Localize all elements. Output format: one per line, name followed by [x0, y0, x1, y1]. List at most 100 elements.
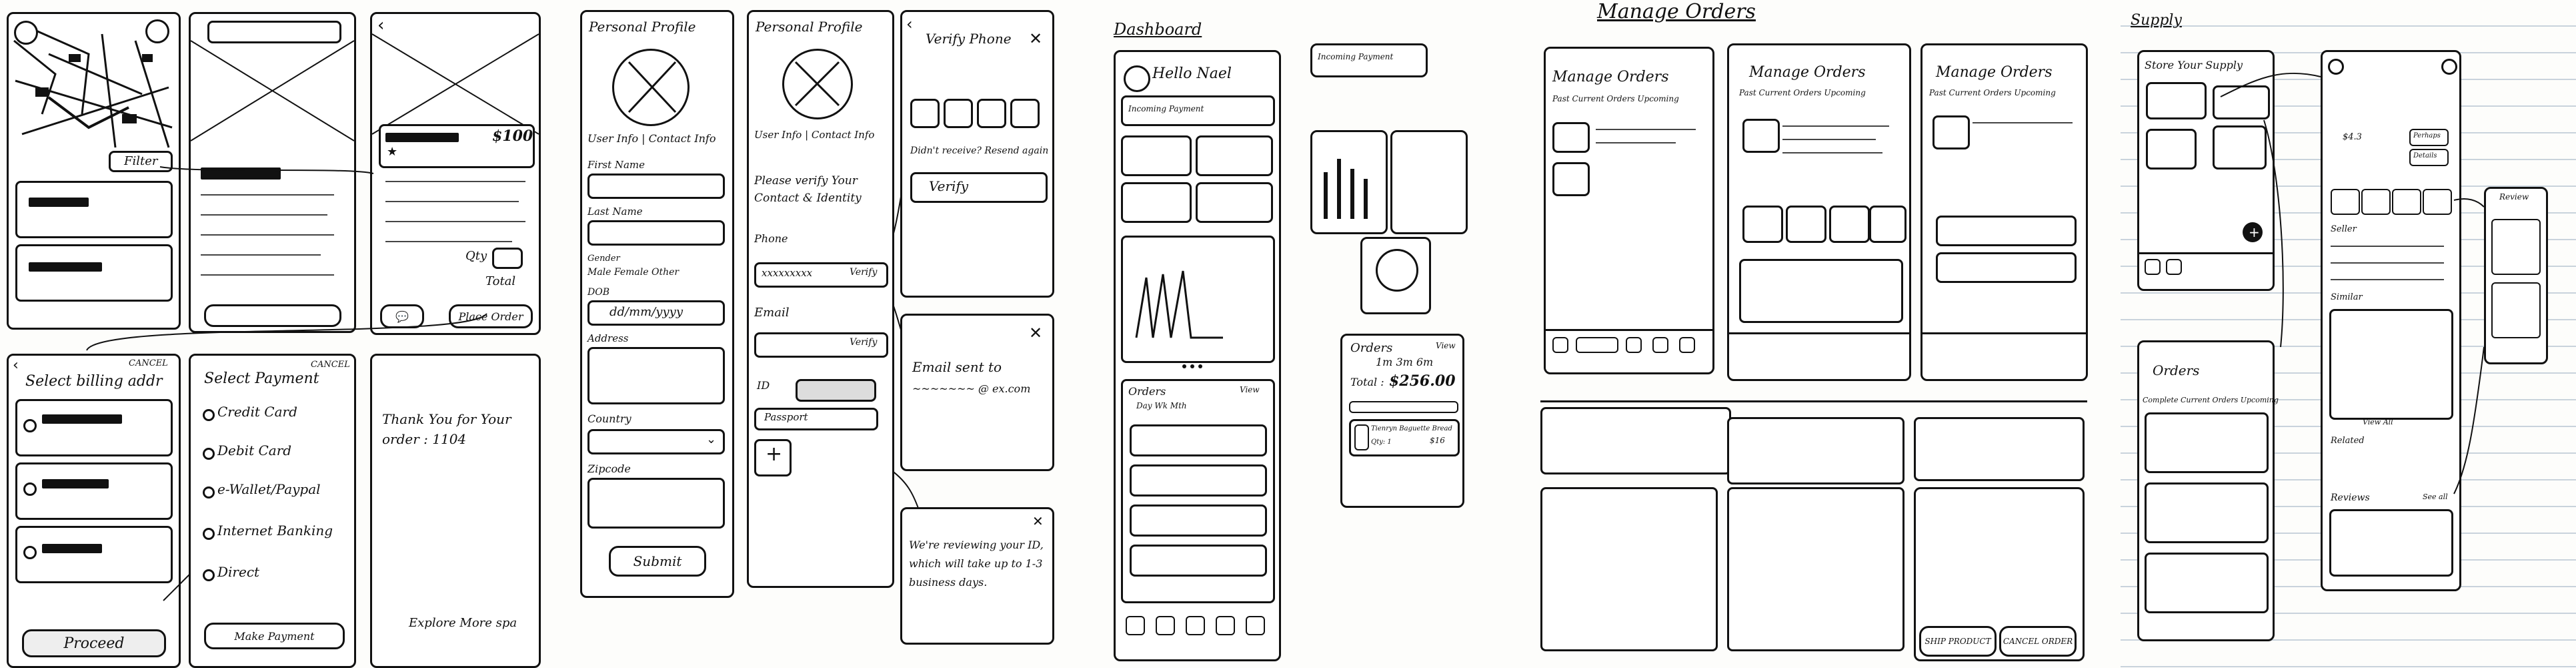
first-name-field[interactable]: [587, 174, 725, 199]
order-card[interactable]: [1869, 206, 1906, 243]
period-bar[interactable]: [1349, 401, 1458, 413]
close-icon[interactable]: ✕: [1029, 324, 1043, 342]
otp-box[interactable]: [1010, 99, 1040, 128]
explore-link[interactable]: Explore More spa: [409, 616, 517, 630]
nav-item[interactable]: [1246, 616, 1265, 635]
back-icon[interactable]: ‹: [377, 15, 385, 35]
radio[interactable]: [203, 569, 215, 581]
order-card[interactable]: [1552, 122, 1590, 153]
chat-button[interactable]: 💬: [380, 304, 424, 328]
radio[interactable]: [203, 528, 215, 540]
tile[interactable]: [1196, 135, 1273, 176]
review-card[interactable]: [2329, 509, 2453, 577]
add-fab[interactable]: [2243, 222, 2263, 242]
perhaps-button[interactable]: Perhaps: [2409, 129, 2449, 146]
radio[interactable]: [203, 486, 215, 498]
nav-item[interactable]: [1126, 616, 1145, 635]
phone-field[interactable]: xxxxxxxxx Verify: [754, 262, 888, 288]
address-field[interactable]: [587, 347, 725, 404]
search-bar[interactable]: [207, 21, 341, 43]
supply-item[interactable]: [2146, 129, 2197, 170]
nav-item[interactable]: [1626, 337, 1642, 353]
supply-item[interactable]: [2213, 85, 2270, 119]
zipcode-field[interactable]: [587, 478, 725, 529]
cancel-link[interactable]: CANCEL: [311, 360, 350, 370]
thumb[interactable]: [2392, 189, 2421, 215]
order-row[interactable]: [1130, 545, 1267, 577]
orders-tabs[interactable]: Complete Current Orders Upcoming: [2143, 396, 2279, 404]
gender-options[interactable]: Male Female Other: [587, 267, 680, 278]
email-field[interactable]: Verify: [754, 332, 888, 358]
order-card[interactable]: [1786, 206, 1826, 243]
otp-box[interactable]: [944, 99, 973, 128]
close-icon[interactable]: ✕: [1029, 29, 1043, 48]
payment-option[interactable]: Credit Card: [217, 404, 297, 420]
close-icon[interactable]: [2441, 59, 2457, 75]
submit-button[interactable]: Submit: [609, 546, 706, 577]
nav-item[interactable]: [2166, 259, 2182, 275]
period-selector[interactable]: 1m 3m 6m: [1376, 356, 1434, 368]
order-row[interactable]: [1130, 464, 1267, 496]
close-icon[interactable]: ✕: [1032, 513, 1044, 529]
nav-item[interactable]: [1652, 337, 1668, 353]
place-order-button[interactable]: Place Order: [449, 304, 533, 328]
order-card[interactable]: [1829, 206, 1870, 243]
chart-card[interactable]: [1121, 236, 1275, 363]
radio[interactable]: [203, 448, 215, 460]
resend-link[interactable]: Didn't receive? Resend again: [910, 145, 1049, 156]
nav-item[interactable]: [2145, 259, 2161, 275]
tile[interactable]: [1121, 182, 1192, 223]
orders-view-link[interactable]: View: [1240, 385, 1260, 394]
nav-item[interactable]: [1156, 616, 1175, 635]
address-option-2[interactable]: [15, 462, 173, 520]
last-name-field[interactable]: [587, 220, 725, 246]
order-card[interactable]: [2145, 482, 2269, 543]
nav-item[interactable]: [1186, 616, 1205, 635]
radio[interactable]: [23, 546, 37, 559]
continue-button[interactable]: [204, 304, 341, 327]
back-icon[interactable]: ‹: [906, 15, 913, 33]
order-card[interactable]: [2145, 553, 2269, 613]
back-icon[interactable]: ‹: [13, 357, 19, 374]
supply-item[interactable]: [2146, 82, 2207, 119]
payment-option[interactable]: e-Wallet/Paypal: [217, 481, 321, 497]
profile-icon[interactable]: [14, 21, 38, 45]
add-id-button[interactable]: +: [754, 439, 792, 476]
address-option-3[interactable]: [15, 526, 173, 583]
order-card[interactable]: [1936, 252, 2077, 283]
cancel-link[interactable]: CANCEL: [129, 358, 168, 368]
product-card-1[interactable]: [15, 181, 173, 238]
order-row[interactable]: [1130, 505, 1267, 537]
cancel-order-button[interactable]: CANCEL ORDER: [1999, 626, 2077, 657]
dob-field[interactable]: dd/mm/yyyy: [587, 300, 725, 326]
otp-box[interactable]: [910, 99, 940, 128]
see-all-link[interactable]: See all: [2423, 492, 2448, 501]
orders-tabs[interactable]: Day Wk Mth: [1136, 401, 1187, 410]
thumb[interactable]: [2423, 189, 2452, 215]
verify-link[interactable]: Verify: [850, 267, 878, 278]
profile-tabs[interactable]: User Info | Contact Info: [587, 132, 716, 145]
id-type-select[interactable]: Passport: [754, 408, 878, 430]
nav-item[interactable]: [1552, 337, 1568, 353]
orders-tabs[interactable]: Past Current Orders Upcoming: [1552, 94, 1679, 103]
verify-button[interactable]: Verify: [910, 172, 1048, 203]
verify-link[interactable]: Verify: [850, 337, 878, 348]
view-all-link[interactable]: View All: [2363, 418, 2393, 426]
payment-option[interactable]: Direct: [217, 564, 260, 580]
thumb[interactable]: [2331, 189, 2360, 215]
payment-option[interactable]: Debit Card: [217, 442, 292, 458]
product-card-2[interactable]: [15, 244, 173, 302]
payment-option[interactable]: Internet Banking: [217, 523, 333, 539]
orders-tabs[interactable]: Past Current Orders Upcoming: [1929, 88, 2056, 97]
tile[interactable]: [1121, 135, 1192, 176]
qty-input[interactable]: [492, 248, 523, 269]
order-detail-card[interactable]: [1739, 259, 1903, 323]
filter-button[interactable]: Filter: [109, 151, 173, 172]
incoming-payment-card[interactable]: Incoming Payment: [1121, 95, 1275, 126]
ship-product-button[interactable]: SHIP PRODUCT: [1919, 626, 1997, 657]
radio[interactable]: [203, 409, 215, 421]
details-button[interactable]: Details: [2409, 149, 2449, 166]
search-icon[interactable]: [145, 19, 169, 43]
nav-item[interactable]: [1679, 337, 1695, 353]
order-card[interactable]: [1742, 206, 1783, 243]
